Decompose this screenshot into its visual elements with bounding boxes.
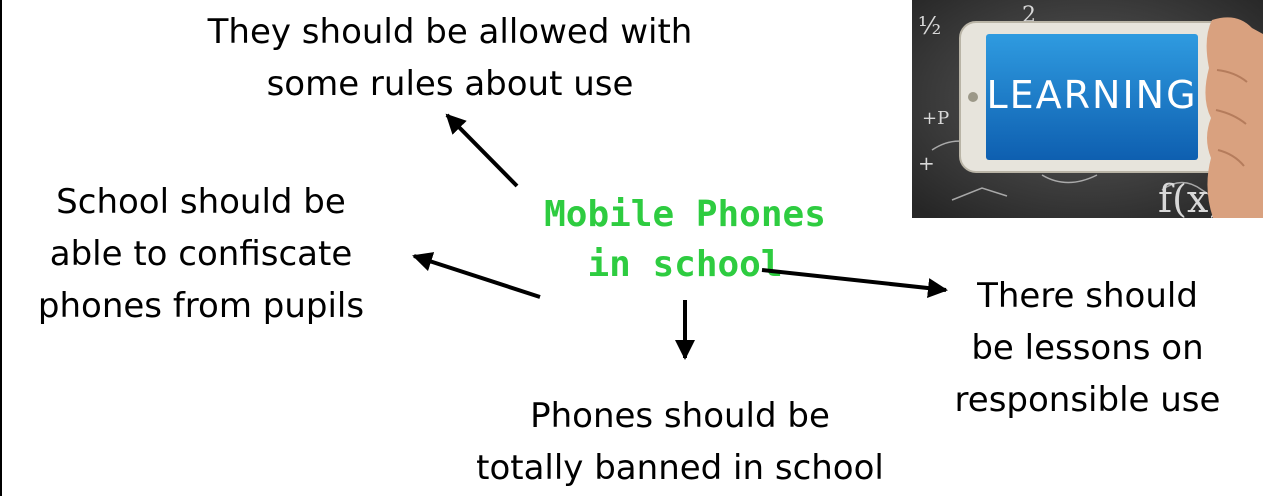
phone-screen-text: LEARNING [986,73,1197,117]
phone-camera [968,92,978,102]
idea-banned-line-1: Phones should be [530,396,830,436]
chalk-text-5: + [918,151,935,175]
idea-banned: Phones should be totally banned in schoo… [440,390,920,494]
chalk-text-1: ½ [918,12,941,40]
hand [1205,17,1263,218]
arrow-to-lessons [761,268,948,298]
chalk-text-3: +P [922,108,949,129]
idea-allowed-with-rules: They should be allowed with some rules a… [160,6,740,110]
idea-lessons-line-2: be lessons on [971,328,1204,368]
idea-confiscate-line-1: School should be [56,182,346,222]
idea-allowed-line-2: some rules about use [266,64,634,104]
phone-screen [986,34,1198,160]
idea-confiscate-line-2: able to confiscate [49,234,353,274]
idea-lessons-line-1: There should [977,276,1198,316]
phone-on-chalkboard-photo: ½ 2 +P f(x) + LEARNING [912,0,1263,218]
idea-banned-line-2: totally banned in school [476,448,884,488]
idea-lessons-line-3: responsible use [954,380,1221,420]
idea-lessons: There should be lessons on responsible u… [915,270,1260,426]
idea-allowed-line-1: They should be allowed with [207,12,693,52]
central-topic: Mobile Phones in school [500,190,870,290]
idea-confiscate-line-3: phones from pupils [37,286,365,326]
arrow-to-allowed [445,113,519,188]
idea-confiscate: School should be able to confiscate phon… [6,176,396,332]
central-topic-line-1: Mobile Phones [544,194,826,235]
central-topic-line-2: in school [587,244,783,285]
arrow-to-confiscate [412,252,541,299]
finger-creases [1215,69,1248,167]
